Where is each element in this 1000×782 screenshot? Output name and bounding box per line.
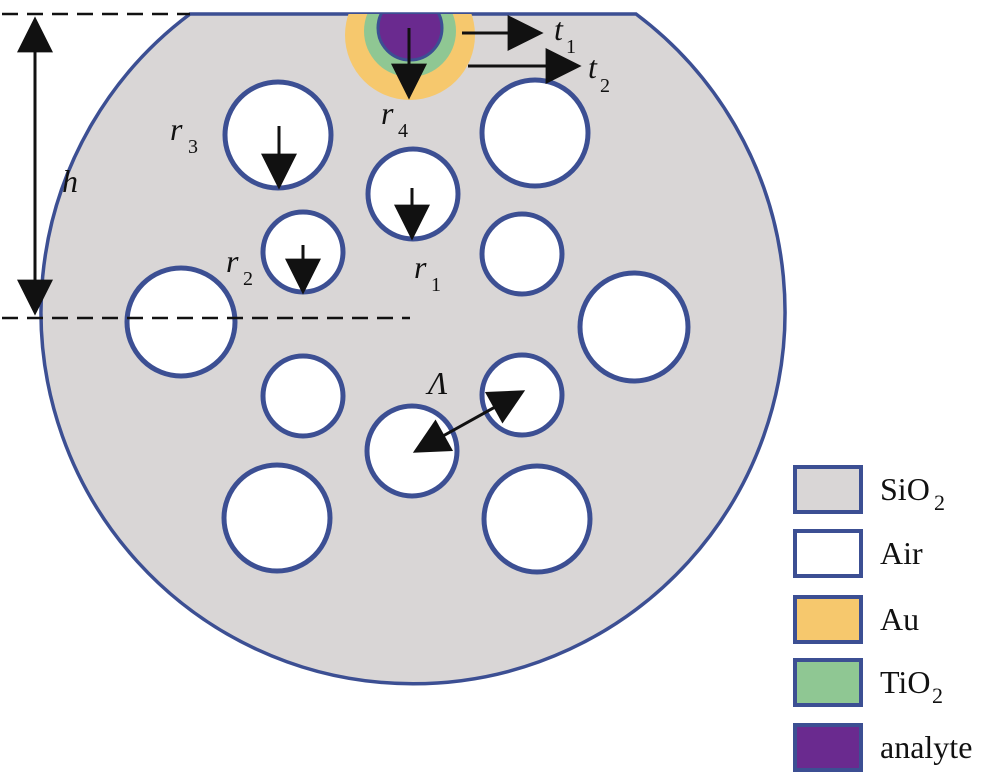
legend-subscript-sio2: 2 xyxy=(934,490,945,515)
legend-label-sio2: SiO xyxy=(880,471,930,507)
legend-subscript-tio2: 2 xyxy=(932,683,943,708)
lambda-label: Λ xyxy=(425,365,448,401)
t1-label: t xyxy=(554,11,564,47)
air-hole-r1-lower-center xyxy=(364,403,460,499)
r3-label: r xyxy=(170,111,183,147)
air-hole-large-left xyxy=(124,265,238,379)
legend-swatch-au xyxy=(793,595,863,644)
legend: SiO 2 Air Au TiO 2 analyte xyxy=(793,465,972,772)
t2-label: t xyxy=(588,49,598,85)
air-hole-r3-lower-left xyxy=(221,462,333,574)
air-hole-r3-right xyxy=(479,77,591,189)
legend-swatch-sio2 xyxy=(793,465,863,514)
h-label: h xyxy=(62,163,78,199)
lambda-pitch-arrow xyxy=(412,390,526,453)
air-hole-large-right xyxy=(577,270,691,384)
air-hole-r2-upper-right xyxy=(479,211,565,297)
r2-label: r xyxy=(226,243,239,279)
air-hole-r2-lower-left xyxy=(260,353,346,439)
air-hole-r2-lower-right xyxy=(479,352,565,438)
r4-subscript: 4 xyxy=(398,120,408,142)
legend-swatch-analyte xyxy=(793,723,863,772)
r1-subscript: 1 xyxy=(431,274,441,296)
r1-label: r xyxy=(414,249,427,285)
legend-label-analyte: analyte xyxy=(880,729,972,765)
legend-label-au: Au xyxy=(880,601,919,637)
air-hole-r3-lower-right xyxy=(481,463,593,575)
legend-label-tio2: TiO xyxy=(880,664,930,700)
legend-swatch-air xyxy=(793,529,863,578)
r3-subscript: 3 xyxy=(188,136,198,158)
t2-subscript: 2 xyxy=(600,75,610,97)
legend-label-air: Air xyxy=(880,535,923,571)
legend-swatch-tio2 xyxy=(793,658,863,707)
r4-label: r xyxy=(381,95,394,131)
t1-subscript: 1 xyxy=(566,36,576,58)
r2-subscript: 2 xyxy=(243,268,253,290)
